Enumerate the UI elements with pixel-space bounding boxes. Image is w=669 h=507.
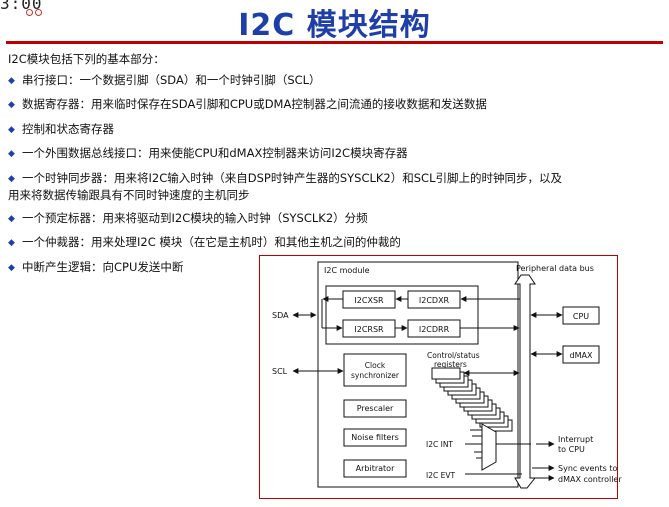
bullet-item: ◆一个时钟同步器：用来将I2C输入时钟（来自DSP时钟产生器的SYSCLK2）和… (8, 171, 562, 202)
diamond-bullet-icon: ◆ (8, 238, 15, 248)
i2cdrr-label: I2CDRR (419, 325, 450, 334)
bullet-item: ◆控制和状态寄存器 (8, 122, 114, 136)
i2c-int-label: I2C INT (426, 440, 453, 449)
bullet-item: ◆数据寄存器：用来临时保存在SDA引脚和CPU或DMA控制器之间流通的接收数据和… (8, 97, 487, 111)
i2cdxr-label: I2CDXR (419, 296, 450, 305)
i2c-evt-label: I2C EVT (426, 471, 455, 480)
ctrl-status-label-1: Control/status (427, 351, 480, 360)
clock-sync-label-1: Clock (365, 361, 386, 370)
diamond-bullet-icon: ◆ (8, 214, 15, 224)
module-label: I2C module (324, 266, 370, 275)
sync-label-2: dMAX controller (558, 475, 622, 484)
bullet-item: ◆一个仲裁器：用来处理I2C 模块（在它是主机时）和其他主机之间的仲裁的 (8, 235, 401, 249)
interrupt-label-1: Interrupt (558, 435, 593, 444)
i2crsr-label: I2CRSR (354, 325, 384, 334)
data-register-group (325, 285, 479, 345)
diagram-canvas: I2C module Peripheral data bus I2CXSR I2… (272, 261, 622, 489)
scl-label: SCL (272, 367, 288, 376)
bus-label: Peripheral data bus (516, 264, 594, 273)
dmax-block (562, 345, 600, 364)
diamond-bullet-icon: ◆ (8, 149, 15, 159)
interrupt-label-2: to CPU (558, 445, 585, 454)
arbitrator-label: Arbitrator (356, 464, 395, 473)
sync-label-1: Sync events to (558, 464, 617, 473)
diamond-bullet-icon: ◆ (8, 100, 15, 110)
arbitrator-block (343, 459, 407, 478)
ctrl-status-label-2: registers (434, 360, 467, 369)
diamond-bullet-icon: ◆ (8, 174, 15, 184)
slide-timestamp: 3:00 (0, 0, 43, 16)
bullet-item: ◆一个外围数据总线接口：用来使能CPU和dMAX控制器来访问I2C模块寄存器 (8, 146, 408, 160)
bullet-item: ◆中断产生逻辑：向CPU发送中断 (8, 260, 184, 274)
noise-filters-block (343, 428, 407, 447)
sda-label: SDA (272, 311, 289, 320)
diamond-bullet-icon: ◆ (8, 263, 15, 273)
clock-sync-label-2: synchronizer (351, 371, 400, 380)
bullet-continuation: 用来将数据传输跟具有不同时钟速度的主机同步 (8, 188, 250, 202)
interrupt-mux (481, 423, 497, 471)
cpu-block (562, 306, 600, 325)
prescaler-block (343, 399, 407, 418)
diamond-bullet-icon: ◆ (8, 76, 15, 86)
i2cxsr-label: I2CXSR (354, 296, 384, 305)
bullet-item: ◆一个预定标器：用来将驱动到I2C模块的输入时钟（SYSCLK2）分频 (8, 211, 368, 225)
cpu-label: CPU (573, 312, 589, 321)
control-status-register-stack (431, 367, 513, 432)
i2c-block-diagram: I2C module Peripheral data bus I2CXSR I2… (259, 255, 622, 499)
clock-synchronizer-block (343, 353, 407, 387)
timer-dots-icon (26, 7, 46, 17)
slide-title: I2C 模块结构 (238, 8, 431, 43)
intro-text: I2C模块包括下列的基本部分： (8, 52, 165, 66)
bullet-item: ◆串行接口：一个数据引脚（SDA）和一个时钟引脚（SCL） (8, 73, 321, 87)
diamond-bullet-icon: ◆ (8, 125, 15, 135)
noise-filters-label: Noise filters (351, 433, 399, 442)
prescaler-label: Prescaler (357, 404, 394, 413)
title-divider (6, 41, 663, 44)
dmax-label: dMAX (570, 351, 593, 360)
